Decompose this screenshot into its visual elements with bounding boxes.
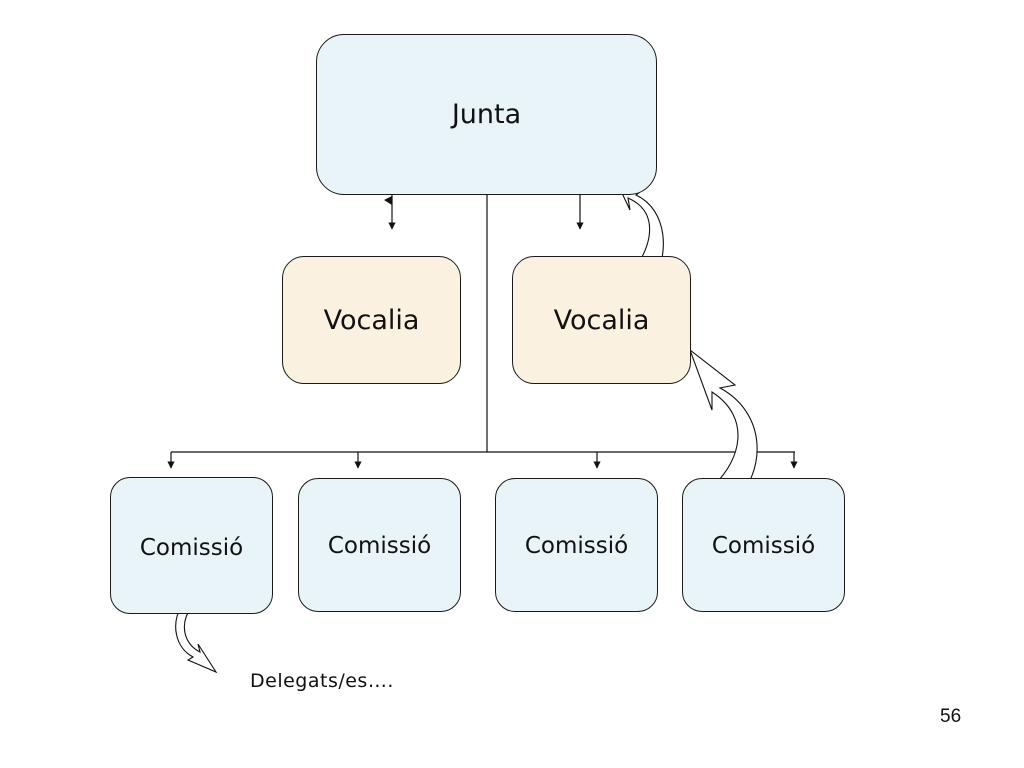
- delegats-note: Delegats/es….: [250, 670, 394, 692]
- comissio-box-4: Comissió: [682, 478, 845, 612]
- vocalia-label-2: Vocalia: [553, 304, 650, 336]
- curved-arrow-to-delegats: [175, 604, 218, 674]
- vocalia-box-2: Vocalia: [512, 256, 691, 384]
- page-number: 56: [940, 706, 962, 727]
- junta-label: Junta: [451, 99, 522, 130]
- arrow-tick: [384, 196, 392, 205]
- junta-box: Junta: [316, 34, 657, 195]
- comissio-label-1: Comissió: [139, 535, 244, 561]
- comissio-box-2: Comissió: [298, 478, 461, 612]
- comissio-label-2: Comissió: [327, 533, 432, 559]
- curved-arrow-comissio-to-vocalia: [688, 348, 758, 509]
- vocalia-label-1: Vocalia: [323, 304, 420, 336]
- comissio-label-4: Comissió: [711, 533, 816, 559]
- comissio-box-3: Comissió: [495, 478, 658, 612]
- comissio-label-3: Comissió: [524, 533, 629, 559]
- comissio-box-1: Comissió: [110, 477, 273, 614]
- vocalia-box-1: Vocalia: [282, 256, 461, 384]
